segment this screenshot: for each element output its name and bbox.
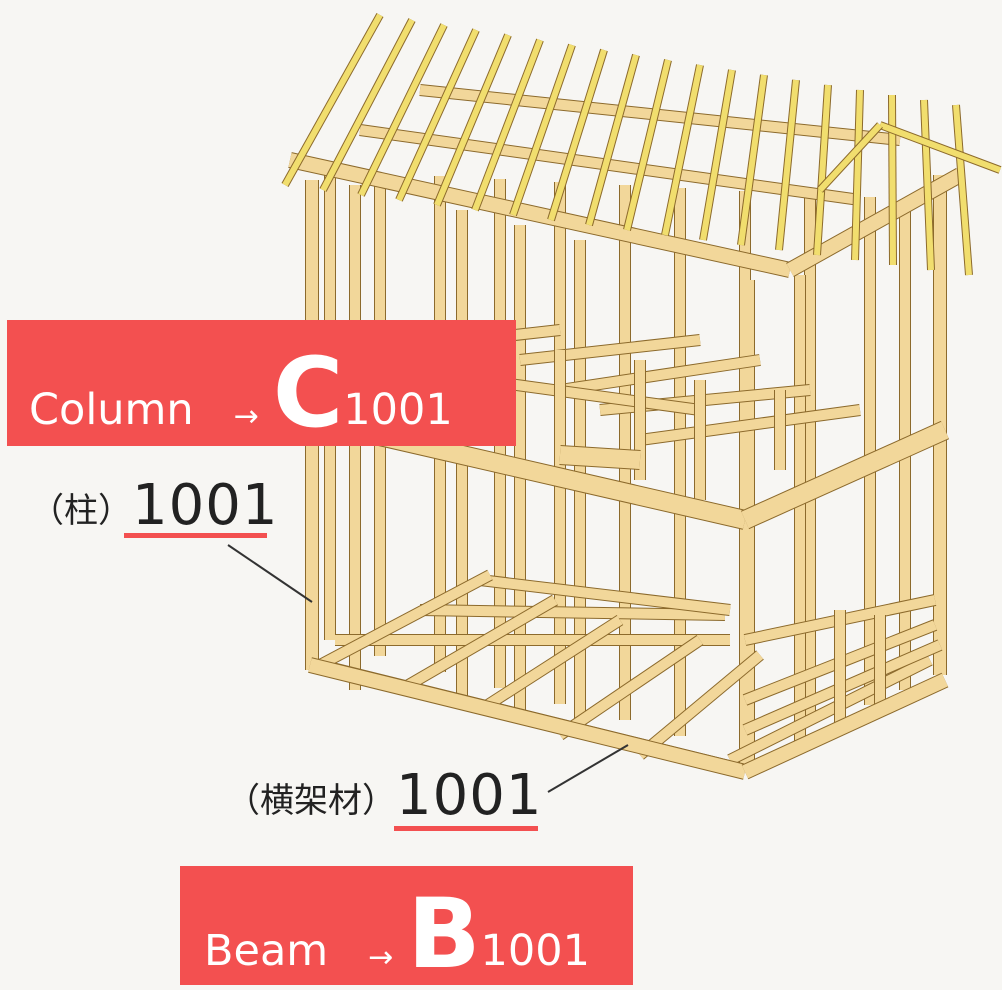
side-girder [740,420,950,530]
leader-lines [227,544,629,793]
ridge-beam [419,84,901,146]
beam-callout-letter: B [407,878,481,990]
purlin [359,124,861,206]
beam-callout-box: Beam → B 1001 [180,866,633,985]
floor-joist [419,604,726,621]
roof-rafters [281,13,1002,276]
roof-rafter [661,64,704,236]
roof-rafter [319,18,416,192]
column-number-underline [124,533,267,538]
column-callout-letter: C [272,337,344,450]
roof-rafter [737,74,768,246]
floor-joist [396,594,559,696]
floor-joist [559,354,761,396]
beam-label-number: 1001 [396,763,543,828]
beam-japanese-label: （横架材） 1001 [226,768,543,824]
roof-rafter [623,59,672,231]
floor-joist [317,569,493,671]
beam-number-underline [394,826,538,831]
beam-callout-number: 1001 [480,926,590,976]
roof-rafter [585,53,640,227]
floor-joist [479,574,731,616]
column-callout-arrow: → [233,399,259,434]
beam-callout-arrow: → [368,940,394,975]
roof-rafter [547,48,608,222]
beam-leader-line [547,744,629,793]
roof-rafter [851,89,864,261]
roof-rafter [952,104,973,276]
column-callout-box: Column → C 1001 [7,320,516,446]
floor-joist [556,635,704,740]
roof-rafter [395,28,480,202]
beam-callout-word: Beam [204,926,329,976]
column-callout-word: Column [29,385,194,435]
roof-rafter [775,79,800,251]
roof-rafter [509,43,576,217]
floor-joist [479,374,701,416]
roof-rafter [920,99,935,271]
roof-rafter [699,69,736,241]
column-callout-number: 1001 [343,385,453,435]
roof-rafter [433,33,512,207]
roof-rafter [471,38,544,212]
side-sill-beam [741,672,949,780]
beam-japanese-term: （横架材） [226,781,396,821]
column-leader-line [227,544,313,603]
floor-joist [639,404,861,446]
floor-joist [727,654,933,766]
column-japanese-label: （柱） 1001 [30,478,279,534]
roof-rafter [357,23,448,197]
floor-joist [636,650,764,760]
inner-girder [559,445,641,470]
roof-rafter [813,84,832,256]
roof-rafter [281,13,384,187]
gable-rafter [817,122,883,193]
column-japanese-term: （柱） [30,491,132,531]
floor-joist [519,334,701,366]
roof-rafter [888,94,897,266]
floor-joist [476,614,624,716]
gable-rafter [878,121,1002,174]
front-sill-beam [308,657,747,780]
column-label-number: 1001 [132,473,279,538]
